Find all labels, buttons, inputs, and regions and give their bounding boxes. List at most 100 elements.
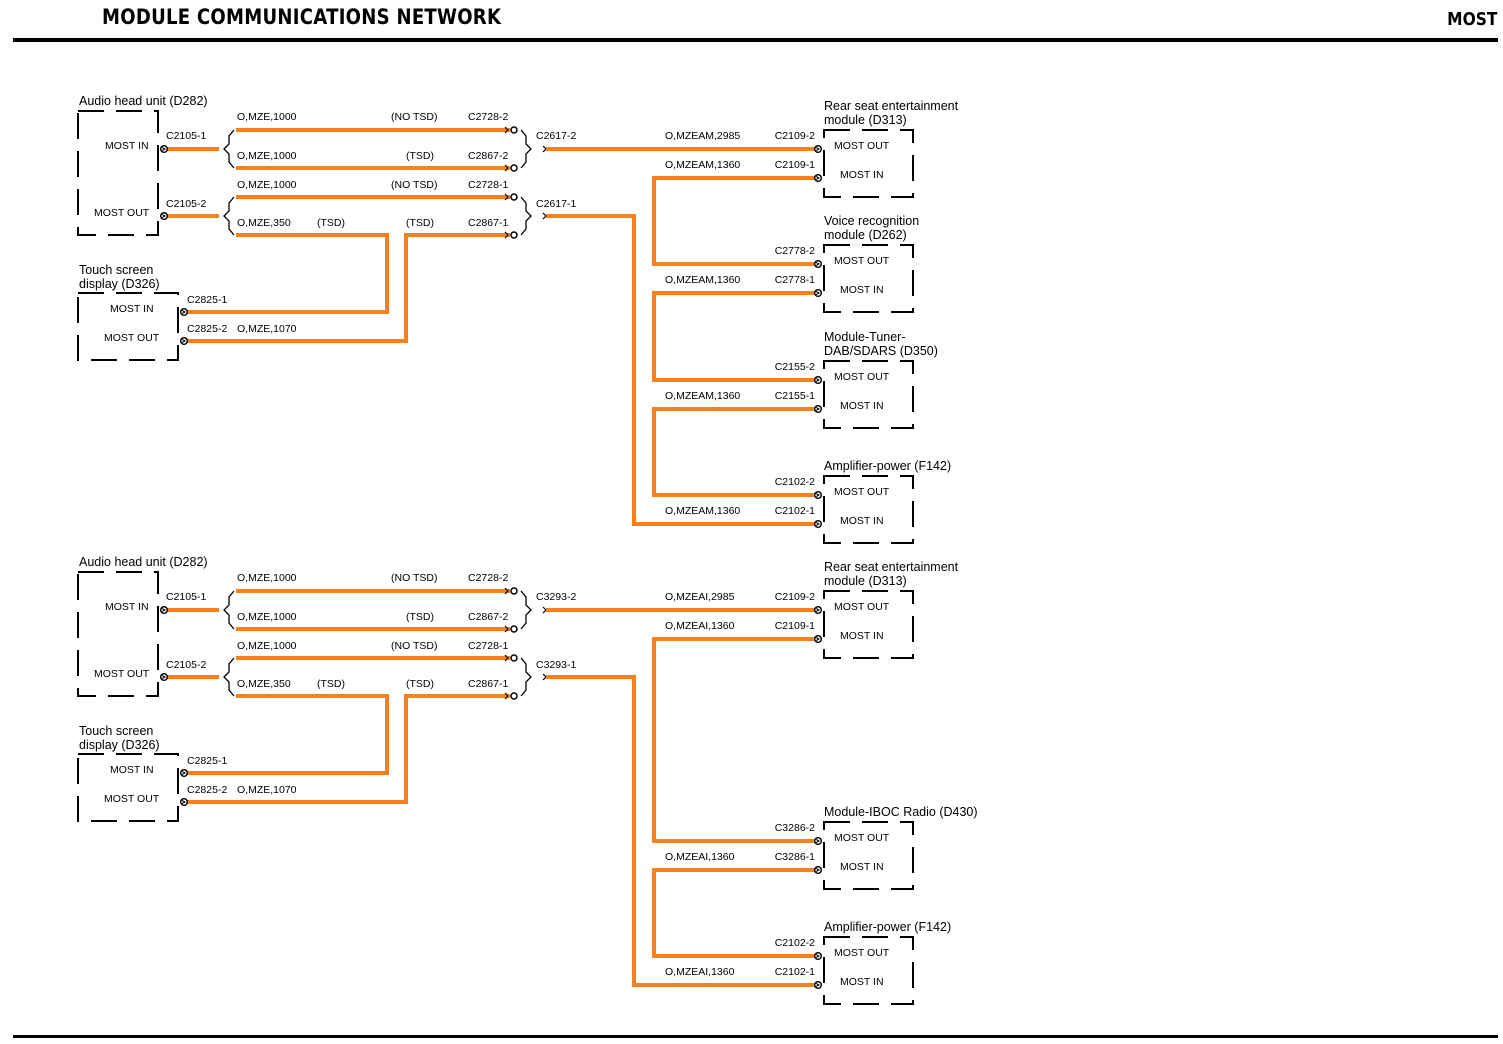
diagram1-module4-pin-out-mark [815,493,821,497]
diagram1-touch-screen-pin-in-mark [181,310,187,314]
diagram1-wire-touch-in [184,233,389,314]
diagram1-splice-bot-in-conn: C2728-1 [468,179,508,191]
diagram2-module3-pin-in-mark [815,983,821,987]
diagram1-module3-name-1: Module-Tuner- [824,330,906,344]
diagram1-head-unit-pin-out-mark [161,214,167,218]
diagram1-brace-left-bot [223,196,235,236]
diagram2-module1-conn-in: C2109-1 [775,620,815,632]
diagram2-module2-out-port: MOST OUT [834,832,890,844]
diagram2-splice-bot-tsd-conn: C2867-1 [468,678,508,690]
diagram2-wire-touch-in [184,694,389,775]
diagram1-module3-pin-in-mark [815,407,821,411]
diagram2-module1-pin-out-mark [815,608,821,612]
diagram2-wire-touch-out [184,694,510,804]
diagram2-head-unit-box [77,571,159,697]
diagram1-touch-screen-box [77,292,179,361]
diagram1-module1-name-2: module (D313) [824,113,907,127]
diagram1-head-unit-out-port: MOST OUT [94,207,150,219]
diagram2-splice-top-in-conn: C2728-2 [468,572,508,584]
diagram1-module2-out-port: MOST OUT [834,255,890,267]
diagram2-tee-bot2 [504,692,509,700]
diagram1-module1-wire-in-label: O,MZEAM,1360 [665,159,740,171]
diagram2-ring-bot2 [510,692,518,700]
diagram2-touch-screen-out-port: MOST OUT [104,793,160,805]
diagram1-wire-junction-bot [546,214,818,526]
diagram1-module3-out-port: MOST OUT [834,371,890,383]
diagram2-splice-bot-in-conn: C2728-1 [468,640,508,652]
diagram1-module1-name-1: Rear seat entertainment [824,99,959,113]
diagram2-module3-conn-out: C2102-2 [775,937,815,949]
diagram1-touch-screen-pin-out-mark [181,339,187,343]
diagram1-head-unit-conn-in: C2105-1 [166,130,206,142]
diagram2-splice-bot-tsd-wire: O,MZE,350 [237,678,291,690]
diagram1-module3-pin-out-mark [815,378,821,382]
section-tag: MOST [1446,9,1497,30]
diagram1-brace-right-top [520,129,532,169]
diagram1-splice-bot-in-option: (NO TSD) [391,179,437,191]
diagram1-splice-bot-tsd-option-b: (TSD) [406,217,434,229]
diagram2-brace-left-bot [223,657,235,697]
diagram1-touch-screen-conn-out: C2825-2 [187,323,227,335]
header-rule [13,38,1498,42]
diagram1-splice-top-tsd-wire: O,MZE,1000 [237,150,297,162]
diagram1-module4-in-port: MOST IN [840,515,884,527]
diagram2-module1-conn-out: C2109-2 [775,591,815,603]
diagram2-splice-top-tsd-conn: C2867-2 [468,611,508,623]
diagram1-touch-screen-wire-out: O,MZE,1070 [237,323,297,335]
diagram1-head-unit-pin-in-mark [161,147,167,151]
diagram1-splice-bot-in-wire: O,MZE,1000 [237,179,297,191]
diagram2-module2-in-port: MOST IN [840,861,884,873]
diagram1-splice-bot-tsd-option-a: (TSD) [317,217,345,229]
diagram1-module3-conn-out: C2155-2 [775,361,815,373]
diagram1-splice-top-tsd-option: (TSD) [406,150,434,162]
diagram1-module2-name-1: Voice recognition [824,214,919,228]
diagram2-ring-bot [510,654,518,662]
diagram1-module4-pin-in-mark [815,522,821,526]
diagram2-module1-box [823,590,914,659]
diagram2-brace-right-bot [520,657,532,697]
diagram1-module2-wire-in-label: O,MZEAM,1360 [665,274,740,286]
diagram1-splice-bot-tsd-conn: C2867-1 [468,217,508,229]
diagram2-splice-bot-tsd-option-b: (TSD) [406,678,434,690]
diagram1-module4-out-port: MOST OUT [834,486,890,498]
diagram1-junction-top-tee [542,145,547,153]
diagram2-touch-screen-pin-out-mark [181,800,187,804]
diagram2-head-unit-in-port: MOST IN [105,601,149,613]
diagram1-module2-conn-out: C2778-2 [775,245,815,257]
diagram1-wire-touch-out [184,233,510,343]
diagram1-head-unit-name: Audio head unit (D282) [79,94,208,108]
diagram1-module2-name-2: module (D262) [824,228,907,242]
diagram1-module1-wire-out-label: O,MZEAM,2985 [665,130,740,142]
diagram2-junction-bot: C3293-1 [536,659,576,671]
diagram2-ring-top2 [510,625,518,633]
diagram2-tee-bot [504,654,509,662]
diagram1-module3-conn-in: C2155-1 [775,390,815,402]
diagram1-module1-conn-in: C2109-1 [775,159,815,171]
diagram2-ring-top [510,587,518,595]
diagram2-module3-box [823,936,914,1005]
diagram1-touch-screen-name-2: display (D326) [79,277,160,291]
diagram1-junction-bot-tee [542,212,547,220]
diagram2-splice-top-tsd-wire: O,MZE,1000 [237,611,297,623]
diagram2-module1-pin-in-mark [815,637,821,641]
diagram1-wire-loop-2 [652,291,818,382]
diagram2-junction-top-tee [542,606,547,614]
diagram1-touch-screen-conn-in: C2825-1 [187,294,227,306]
diagram2-splice-top-in-wire: O,MZE,1000 [237,572,297,584]
diagram2-splice-bot-in-option: (NO TSD) [391,640,437,652]
diagram2-module1-name-1: Rear seat entertainment [824,560,959,574]
diagram2-module2-box [823,821,914,890]
diagram1-head-unit-box [77,110,159,236]
diagram1-module3-box [823,360,914,429]
diagram2-touch-screen-conn-in: C2825-1 [187,755,227,767]
diagram1-splice-top-in-wire: O,MZE,1000 [237,111,297,123]
diagram2-splice-top-tsd-option: (TSD) [406,611,434,623]
diagram1-module1-pin-in-mark [815,176,821,180]
diagram2-module2-name-1: Module-IBOC Radio (D430) [824,805,978,819]
diagram2-head-unit-pin-in-mark [161,608,167,612]
diagram2-head-unit-conn-out: C2105-2 [166,659,206,671]
diagram2-module2-conn-in: C3286-1 [775,851,815,863]
diagram2-junction-top: C3293-2 [536,591,576,603]
diagram1-tee-top [504,126,509,134]
diagram1-module1-conn-out: C2109-2 [775,130,815,142]
